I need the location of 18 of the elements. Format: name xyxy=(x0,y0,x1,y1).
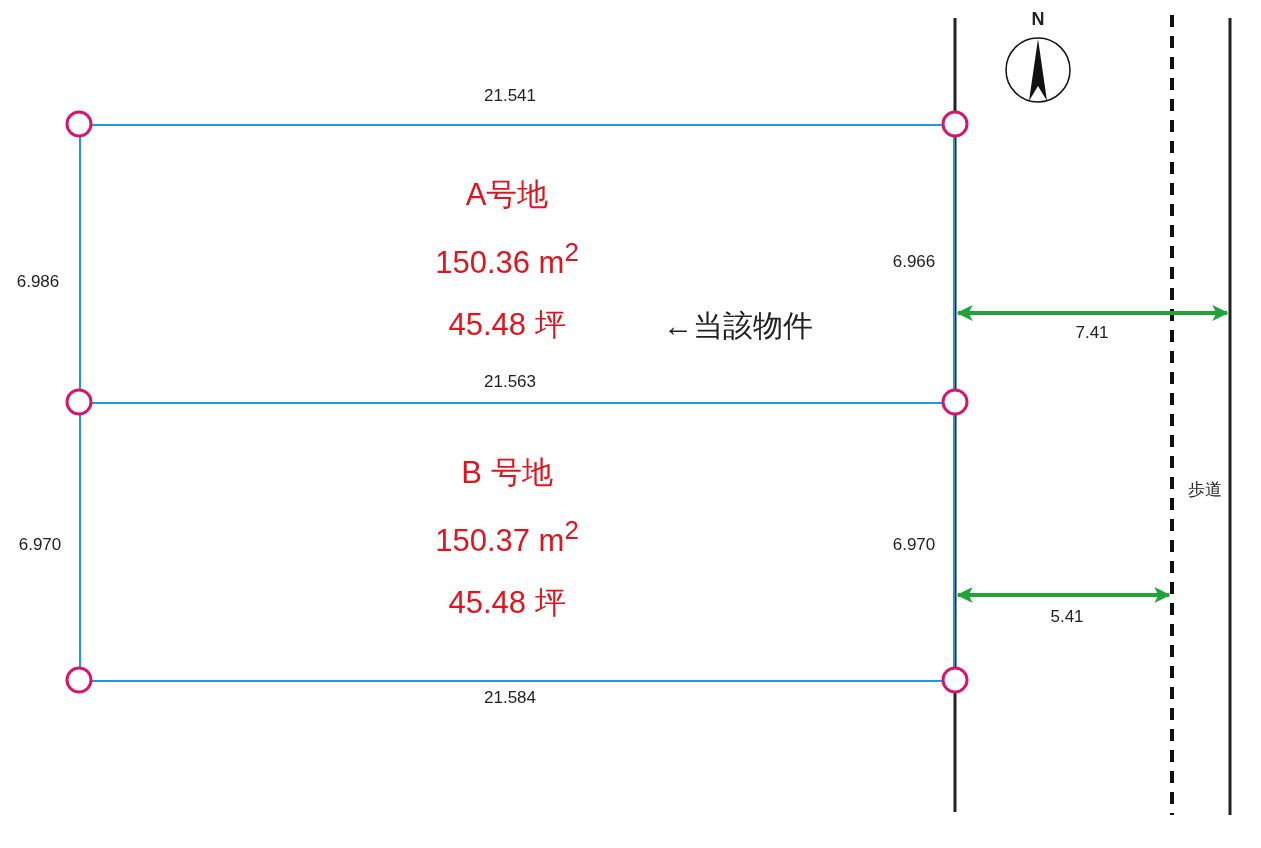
lot-number: A号地 xyxy=(465,177,549,213)
dimension-label: 6.986 xyxy=(16,272,60,292)
area-value: 45.48 坪 xyxy=(448,307,566,343)
area-value: 150.36 m$^{2}$ xyxy=(435,238,579,280)
dimension-label: 21.563 xyxy=(484,372,536,392)
dimension-label: 5.41 xyxy=(1050,607,1084,627)
area-value: 45.48 坪 xyxy=(448,585,566,621)
sidewalk-label: 歩道 xyxy=(1188,480,1222,500)
area-value: 150.37 m$^{2}$ xyxy=(435,516,579,558)
dimension-label: 21.584 xyxy=(484,688,536,708)
dimension-label: 7.41 xyxy=(1075,323,1109,343)
dimension-label: 6.966 xyxy=(892,252,936,272)
dimension-label: 6.970 xyxy=(18,535,62,555)
dimension-label: 21.541 xyxy=(484,86,536,106)
lot-number: B 号地 xyxy=(461,455,553,491)
dimension-label: 6.970 xyxy=(892,535,936,555)
north-label: N xyxy=(1031,10,1045,30)
pointer-note: ←当該物件 xyxy=(663,308,813,342)
